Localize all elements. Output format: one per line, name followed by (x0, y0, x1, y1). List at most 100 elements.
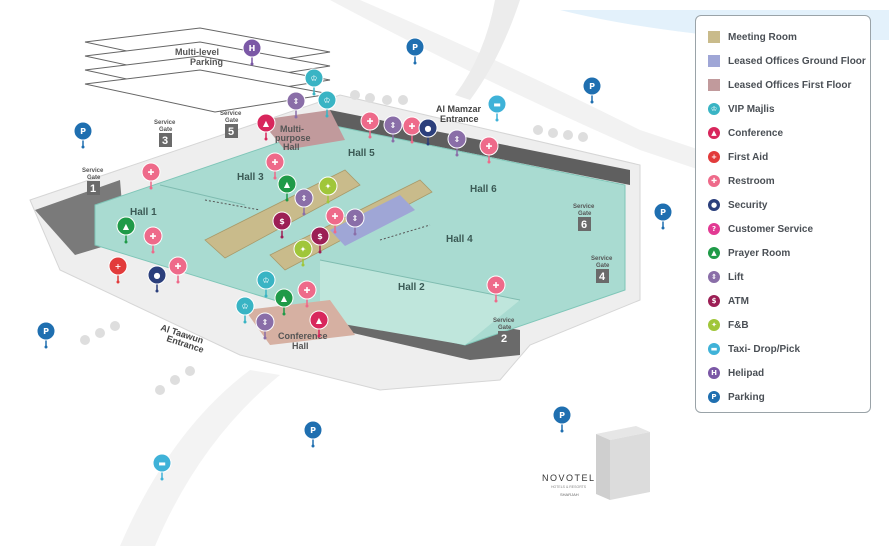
svg-text:Gate: Gate (498, 325, 512, 331)
lift-pin[interactable]: ⇕ (286, 91, 306, 119)
restroom-icon: ✚ (708, 175, 720, 187)
svg-text:⇕: ⇕ (262, 318, 269, 327)
novotel-tower (596, 426, 650, 500)
conference-floor (245, 300, 355, 345)
conference-pin[interactable]: ▲ (256, 113, 276, 141)
conference-label-2: Hall (292, 341, 309, 351)
legend-label: Conference (728, 127, 784, 139)
svg-text:Gate: Gate (596, 263, 610, 269)
legend-item: ♔VIP Majlis (708, 97, 870, 121)
vip-majlis-pin[interactable]: ♔ (256, 270, 276, 298)
svg-text:5: 5 (228, 126, 234, 138)
prayer-room-pin[interactable]: ▲ (277, 174, 297, 202)
svg-text:$: $ (279, 217, 285, 226)
security-pin[interactable]: ● (147, 265, 167, 293)
svg-text:▲: ▲ (263, 119, 270, 128)
svg-text:✚: ✚ (409, 122, 416, 131)
vip-majlis-pin[interactable]: ♔ (235, 296, 255, 324)
svg-text:✚: ✚ (304, 286, 311, 295)
restroom-pin[interactable]: ✚ (265, 152, 285, 180)
novotel-subtitle: HOTELS & RESORTS (551, 485, 587, 489)
restroom-pin[interactable]: ✚ (325, 206, 345, 234)
parking-icon: P (708, 391, 720, 403)
parking-pin[interactable]: P (36, 321, 56, 349)
helipad-pin[interactable]: H (242, 38, 262, 66)
parking-pin[interactable]: P (73, 121, 93, 149)
square-swatch (708, 55, 720, 67)
customer-service-icon: ? (708, 223, 720, 235)
lift-pin[interactable]: ⇕ (383, 115, 403, 143)
restroom-pin[interactable]: ✚ (479, 136, 499, 164)
mosque-icon: ▲ (708, 247, 720, 259)
first-aid-pin[interactable]: + (108, 256, 128, 284)
legend-label: Helipad (728, 367, 765, 379)
legend-item: ?Customer Service (708, 217, 870, 241)
svg-text:P: P (310, 426, 316, 435)
svg-text:$: $ (317, 232, 323, 241)
restroom-pin[interactable]: ✚ (402, 116, 422, 144)
taxi-pin[interactable]: ▬ (487, 94, 507, 122)
legend-item: P Parking (708, 385, 870, 409)
atm-pin[interactable]: $ (310, 226, 330, 254)
legend-label: VIP Majlis (728, 103, 775, 115)
al-mamzar-label-1: Al Mamzar (436, 104, 482, 114)
lift-pin[interactable]: ⇕ (255, 312, 275, 340)
atm-pin[interactable]: $ (272, 211, 292, 239)
legend-label: Security (728, 199, 768, 211)
food-pin[interactable]: ✦ (318, 176, 338, 204)
restroom-pin[interactable]: ✚ (360, 111, 380, 139)
hall-2-label: Hall 2 (398, 282, 425, 293)
divider-3 (379, 224, 431, 241)
legend-label: Parking (728, 391, 765, 403)
security-pin[interactable]: ● (418, 118, 438, 146)
novotel-logo: NOVOTEL (542, 473, 596, 483)
conference-pin[interactable]: ▲ (309, 310, 329, 338)
restroom-pin[interactable]: ✚ (168, 256, 188, 284)
svg-text:⇕: ⇕ (352, 214, 359, 223)
parking-pin[interactable]: P (405, 37, 425, 65)
legend-label: First Aid (728, 151, 769, 163)
food-pin[interactable]: ✦ (293, 239, 313, 267)
parking-pin[interactable]: P (552, 405, 572, 433)
helipad-icon: H (708, 367, 720, 379)
vip-majlis-pin[interactable]: ♔ (317, 90, 337, 118)
lift-pin[interactable]: ⇕ (294, 188, 314, 216)
svg-text:▲: ▲ (316, 316, 323, 325)
taxi-pin[interactable]: ▬ (152, 453, 172, 481)
lift-pin[interactable]: ⇕ (345, 208, 365, 236)
prayer-room-pin[interactable]: ▲ (274, 288, 294, 316)
svg-text:▬: ▬ (158, 459, 166, 468)
parking-pin[interactable]: P (582, 76, 602, 104)
svg-text:✚: ✚ (150, 232, 157, 241)
svg-text:✦: ✦ (325, 182, 332, 191)
conference-label-1: Conference (278, 331, 328, 341)
al-mamzar-label-2: Entrance (440, 114, 479, 124)
restroom-pin[interactable]: ✚ (297, 280, 317, 308)
svg-text:Service: Service (220, 111, 242, 117)
restroom-pin[interactable]: ✚ (141, 162, 161, 190)
legend-label: Lift (728, 271, 744, 283)
multipurpose-label-1: Multi- (280, 124, 304, 134)
svg-text:Gate: Gate (87, 175, 101, 181)
hall-4-label: Hall 4 (446, 234, 473, 245)
svg-text:✚: ✚ (148, 168, 155, 177)
square-swatch (708, 79, 720, 91)
road-ramp (455, 0, 520, 100)
legend-item: Meeting Room (708, 25, 870, 49)
road-south (120, 370, 280, 546)
hall-5-label: Hall 5 (348, 148, 375, 159)
lift-pin[interactable]: ⇕ (447, 129, 467, 157)
parking-pin[interactable]: P (303, 420, 323, 448)
vip-majlis-pin[interactable]: ♔ (304, 68, 324, 96)
legend-label: Restroom (728, 175, 775, 187)
parking-pin[interactable]: P (653, 202, 673, 230)
restroom-pin[interactable]: ✚ (486, 275, 506, 303)
novotel-location: SHARJAH (560, 492, 579, 497)
trees (80, 90, 588, 395)
prayer-room-pin[interactable]: ▲ (116, 216, 136, 244)
restroom-pin[interactable]: ✚ (143, 226, 163, 254)
